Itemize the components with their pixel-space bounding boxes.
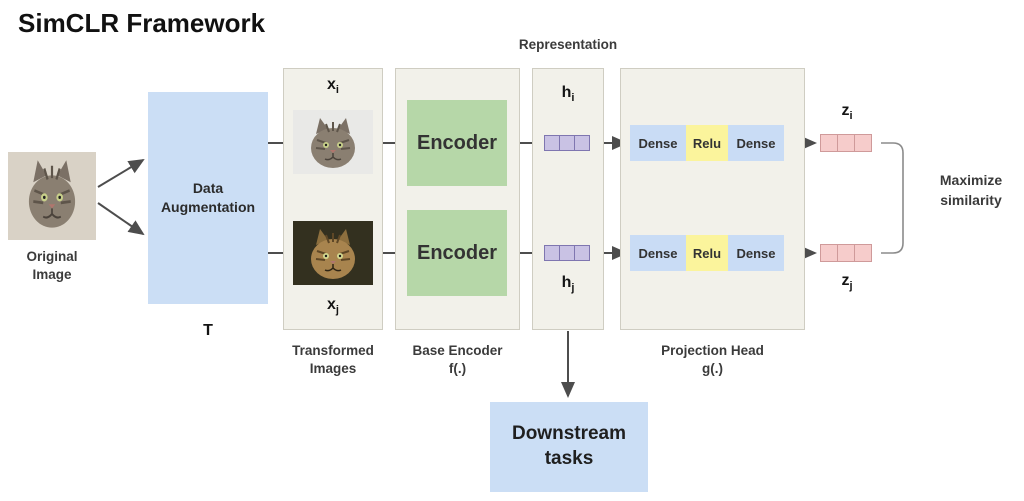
transformed-images-panel <box>283 68 383 330</box>
output-vector-zi <box>820 134 872 152</box>
similarity-bracket <box>881 142 904 254</box>
vector-cell <box>544 245 560 261</box>
encoder-box-bottom: Encoder <box>407 210 507 296</box>
projection-row-top: Dense Relu Dense <box>630 125 784 161</box>
representation-panel <box>532 68 604 330</box>
data-augmentation-box: Data Augmentation <box>148 92 268 304</box>
representation-vector-hj <box>544 245 590 261</box>
label-zj: zj <box>841 272 853 293</box>
base-encoder-caption: Base Encoder f(.) <box>412 343 503 376</box>
original-cat-photo <box>8 152 96 240</box>
vector-cell <box>854 244 872 262</box>
vector-cell <box>854 134 872 152</box>
representation-vector-hi <box>544 135 590 151</box>
dense-box: Dense <box>728 125 784 161</box>
label-xj: xj <box>327 296 339 317</box>
vector-cell <box>574 135 590 151</box>
transformed-images-caption: Transformed Images <box>292 343 374 376</box>
arrow-original-to-augmentation-bottom <box>97 202 145 236</box>
projection-head-panel <box>620 68 805 330</box>
downstream-tasks-label: Downstream tasks <box>511 423 627 469</box>
augmented-cat-photo-xj <box>293 221 373 285</box>
vector-cell <box>837 244 855 262</box>
label-xi: xi <box>327 76 339 97</box>
relu-box: Relu <box>686 125 728 161</box>
downstream-tasks-box: Downstream tasks <box>490 402 648 492</box>
maximize-similarity-label: Maximize similarity <box>939 172 1003 209</box>
vector-cell <box>559 245 575 261</box>
augmented-cat-photo-xi <box>293 110 373 174</box>
label-hj: hj <box>561 274 575 295</box>
label-hi: hi <box>561 84 575 105</box>
representation-caption: Representation <box>518 37 618 52</box>
relu-box: Relu <box>686 235 728 271</box>
original-image-label: Original Image <box>26 249 78 282</box>
encoder-box-top: Encoder <box>407 100 507 186</box>
projection-head-caption: Projection Head g(.) <box>661 343 764 376</box>
vector-cell <box>544 135 560 151</box>
dense-box: Dense <box>630 125 686 161</box>
output-vector-zj <box>820 244 872 262</box>
dense-box: Dense <box>728 235 784 271</box>
data-augmentation-label: Data Augmentation <box>160 180 256 215</box>
vector-cell <box>574 245 590 261</box>
vector-cell <box>559 135 575 151</box>
dense-box: Dense <box>630 235 686 271</box>
label-zi: zi <box>841 102 853 123</box>
vector-cell <box>837 134 855 152</box>
page-title: SimCLR Framework <box>18 8 266 38</box>
vector-cell <box>820 134 838 152</box>
projection-row-bottom: Dense Relu Dense <box>630 235 784 271</box>
vector-cell <box>820 244 838 262</box>
arrow-original-to-augmentation-top <box>97 158 145 188</box>
transform-symbol-label: T <box>203 322 213 339</box>
